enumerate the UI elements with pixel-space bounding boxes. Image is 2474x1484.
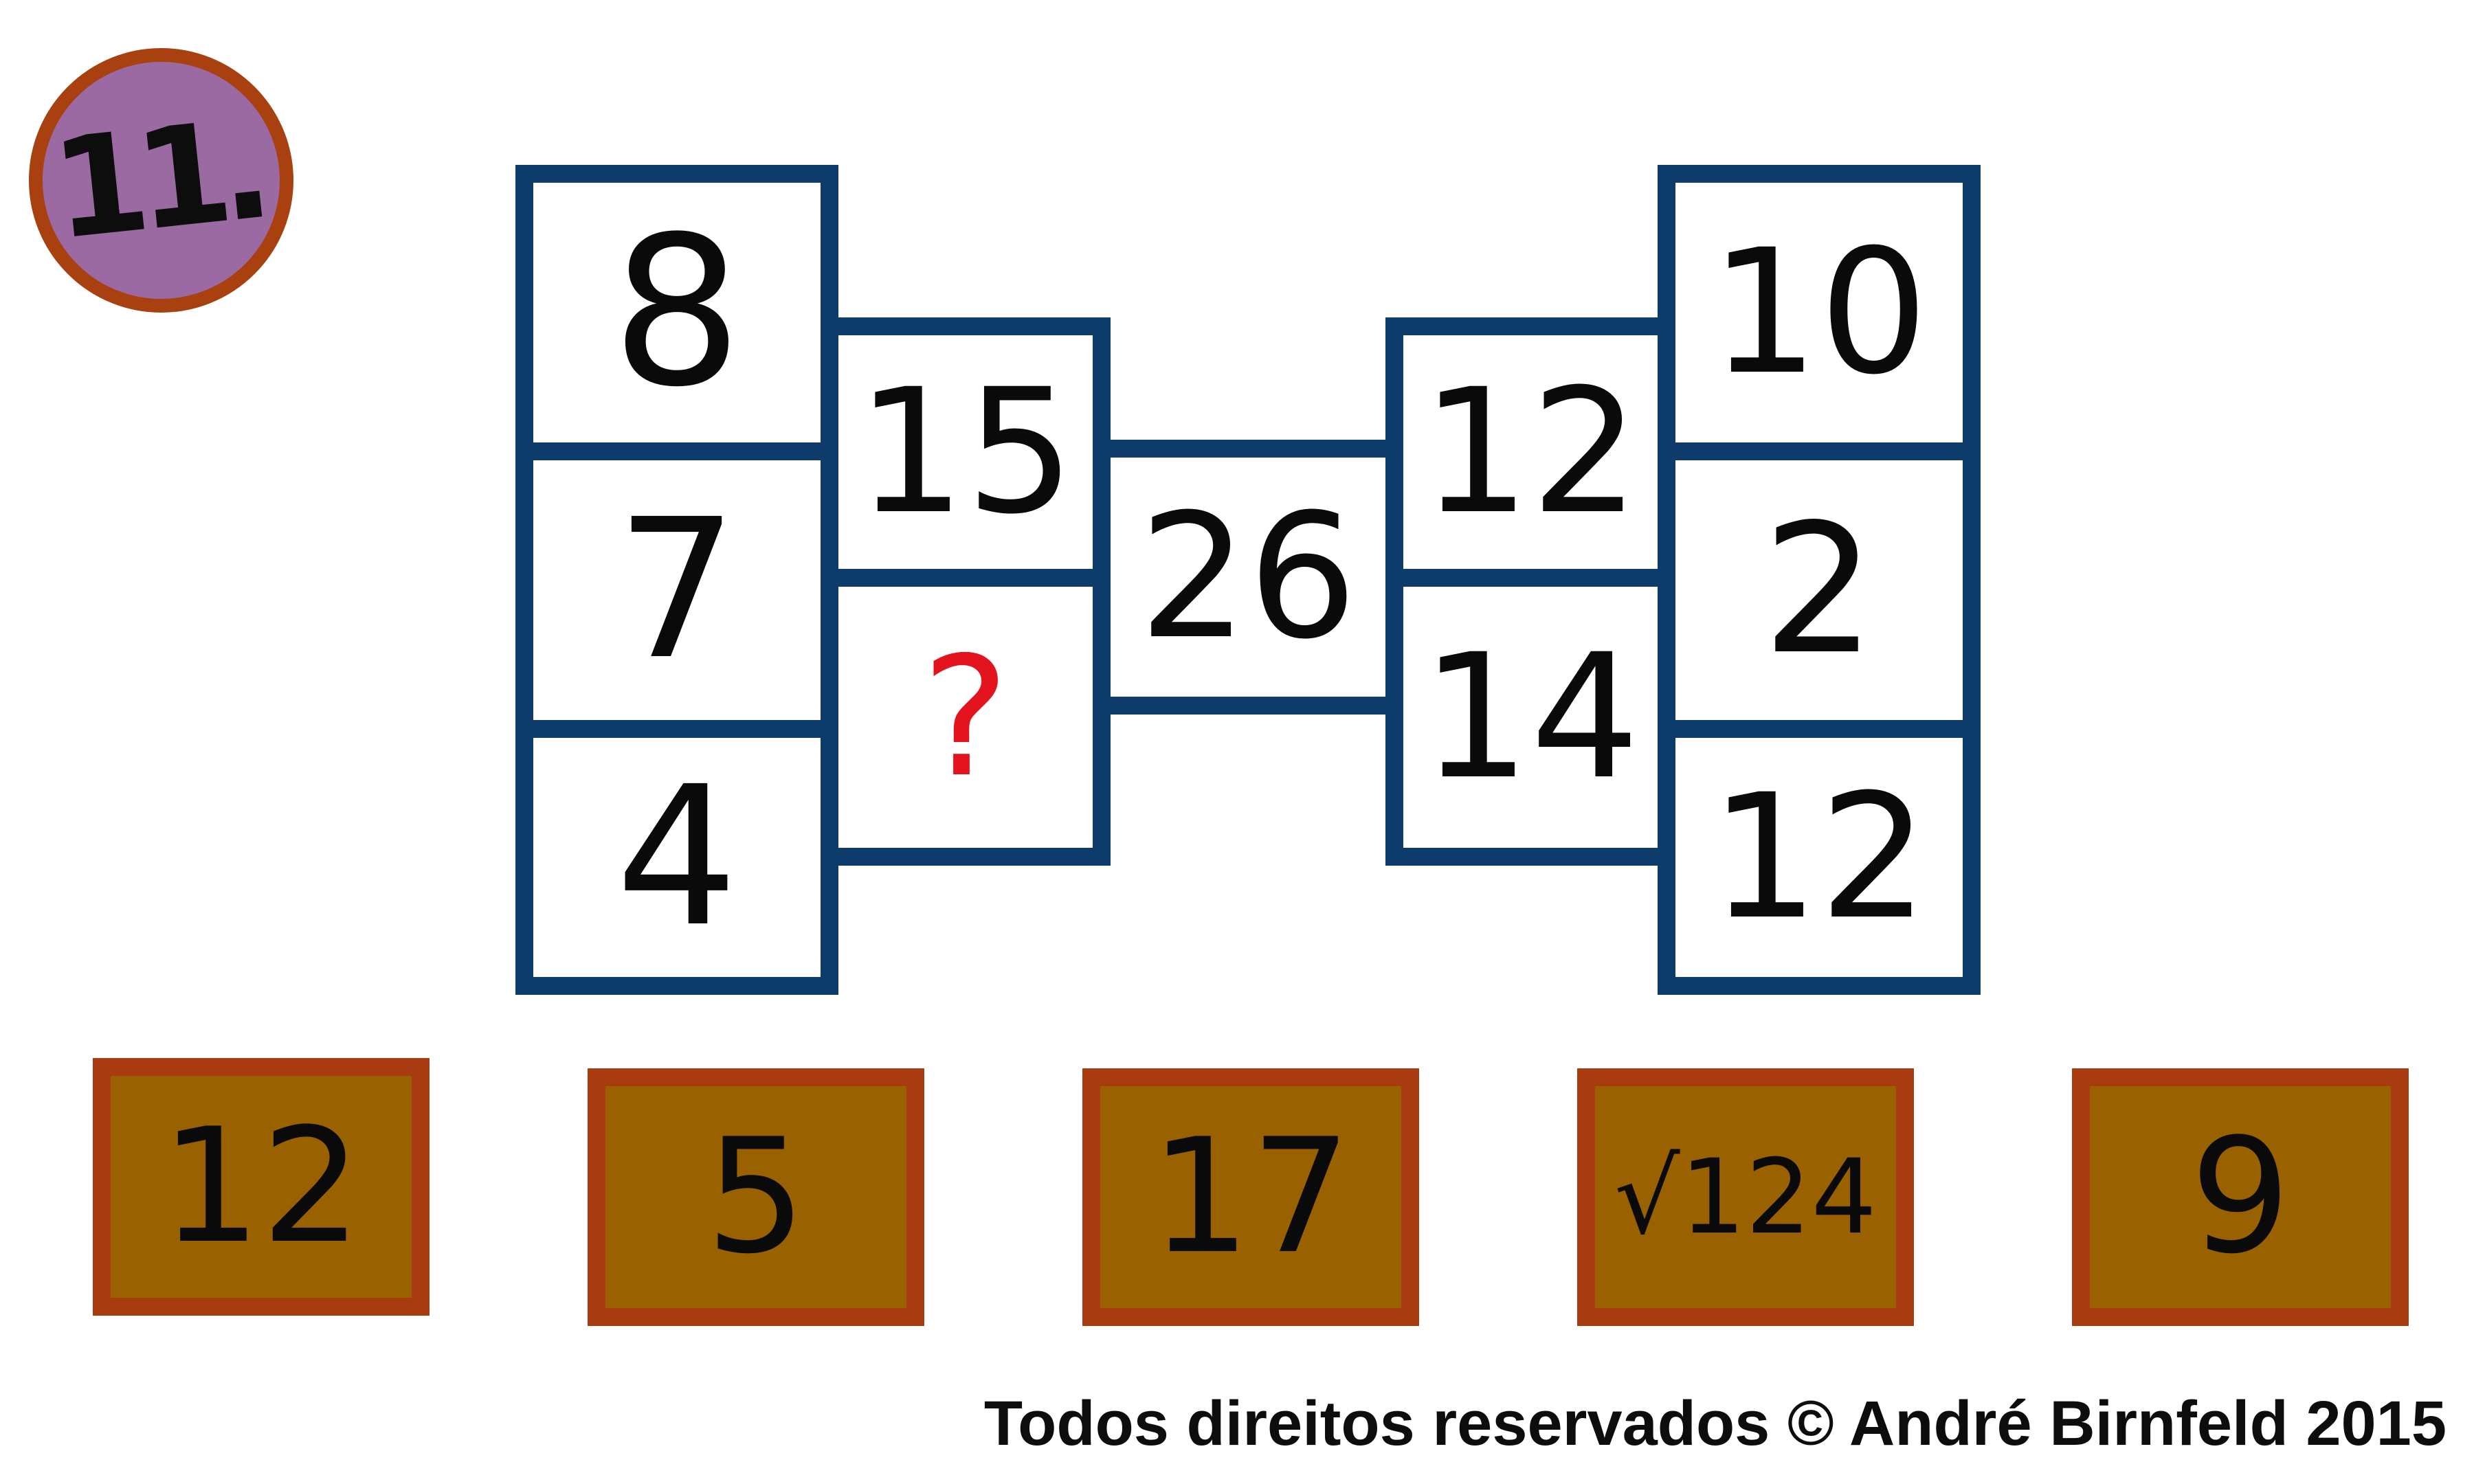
right-column-cell-3: 12 xyxy=(1658,720,1981,995)
puzzle-number-badge: 11. xyxy=(29,48,293,313)
left-inner-cell-top: 15 xyxy=(821,317,1111,587)
answer-option-1[interactable]: 12 xyxy=(93,1058,430,1316)
right-column-cell-2: 2 xyxy=(1658,442,1981,738)
answer-option-4[interactable]: √124 xyxy=(1577,1068,1914,1326)
answer-option-5[interactable]: 9 xyxy=(2072,1068,2409,1326)
left-column-cell-1: 8 xyxy=(515,165,838,460)
left-column-cell-2: 7 xyxy=(515,442,838,738)
right-inner-cell-top: 12 xyxy=(1385,317,1675,587)
right-inner-cell-bottom: 14 xyxy=(1385,569,1675,866)
answer-option-2[interactable]: 5 xyxy=(588,1068,924,1326)
puzzle-number: 11. xyxy=(45,89,267,271)
answer-options: 12 5 17 √124 9 xyxy=(0,1058,2474,1353)
puzzle-area: 11. 8 7 4 15 ? 26 12 14 10 2 12 xyxy=(29,48,1981,995)
copyright-credit: Todos direitos reservados © André Birnfe… xyxy=(983,1389,2447,1459)
answer-option-3[interactable]: 17 xyxy=(1082,1068,1419,1326)
right-column-cell-1: 10 xyxy=(1658,165,1981,460)
question-mark: ? xyxy=(922,621,1010,813)
left-column-cell-3: 4 xyxy=(515,720,838,995)
center-cell: 26 xyxy=(1093,440,1403,715)
left-inner-cell-bottom-question: ? xyxy=(821,569,1111,866)
